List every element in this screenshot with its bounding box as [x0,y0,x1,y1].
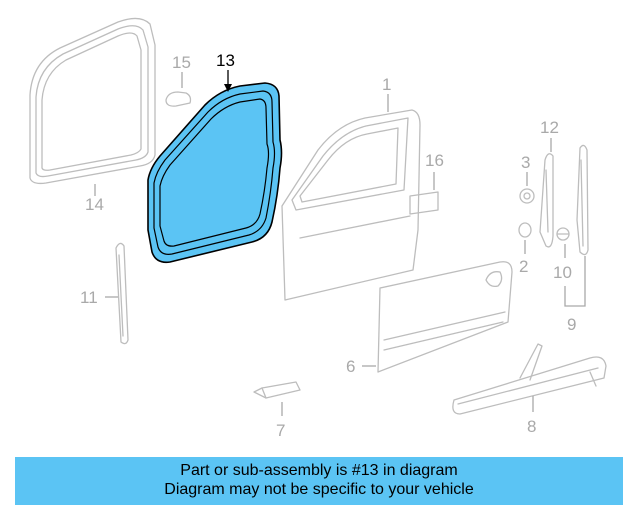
callout-9[interactable]: 9 [567,315,576,334]
callout-13[interactable]: 13 [216,51,235,70]
callout-10[interactable]: 10 [553,263,572,282]
callout-6[interactable]: 6 [346,357,355,376]
callout-3[interactable]: 3 [521,153,530,172]
banner-line-2: Diagram may not be specific to your vehi… [164,481,474,498]
part-14-opening-weatherstrip[interactable] [29,17,156,185]
part-16-label[interactable] [409,191,439,215]
leader-arrow-13 [224,84,232,92]
leader-bracket-9 [564,256,586,307]
part-10-clip[interactable] [556,227,570,241]
callout-2[interactable]: 2 [519,257,528,276]
parts-diagram: 14 15 13 1 16 3 2 12 [29,17,607,440]
callout-14[interactable]: 14 [85,195,104,214]
callout-7[interactable]: 7 [276,421,285,440]
part-1-door-shell[interactable] [281,109,421,301]
callout-8[interactable]: 8 [527,417,536,436]
part-15-pad[interactable] [165,91,192,107]
callout-15[interactable]: 15 [172,53,191,72]
part-8-rocker[interactable] [452,343,607,415]
part-6-outer-panel[interactable] [377,261,513,373]
banner-line-1: Part or sub-assembly is #13 in diagram [180,462,458,479]
part-3-stopper[interactable] [519,188,535,204]
part-2-plug[interactable] [518,222,532,238]
part-11-garnish[interactable] [115,242,129,345]
part-7-tube[interactable] [253,381,301,399]
part-13-door-weatherstrip[interactable] [147,82,283,264]
callout-11[interactable]: 11 [80,288,98,307]
callout-1[interactable]: 1 [382,75,391,94]
notice-banner: Part or sub-assembly is #13 in diagram D… [15,457,623,505]
callout-12[interactable]: 12 [540,118,559,137]
callout-16[interactable]: 16 [425,151,444,170]
part-12-sash[interactable] [539,153,554,248]
part-9-molding[interactable] [576,144,589,256]
